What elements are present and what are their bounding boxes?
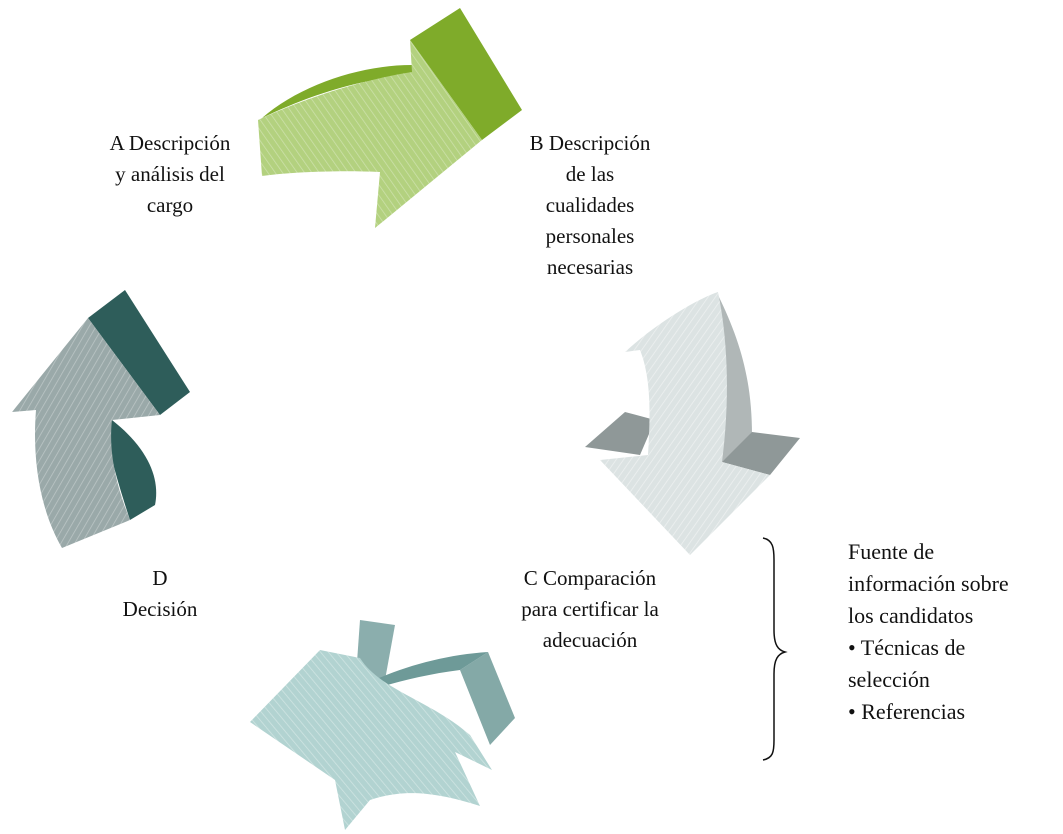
arrow-d-inner-curve-face xyxy=(105,420,157,520)
step-b-line-2: de las xyxy=(565,162,615,186)
information-source-note: Fuente de información sobre los candidat… xyxy=(848,536,1060,728)
curly-brace xyxy=(762,537,788,761)
arrow-b-head-left-face xyxy=(585,412,655,455)
arrow-b-front-face xyxy=(600,292,770,555)
info-line-5: selección xyxy=(848,667,930,692)
step-a-line-3: cargo xyxy=(146,193,194,217)
arrow-a-front-face xyxy=(258,40,482,228)
arrow-c-to-d xyxy=(250,620,515,830)
arrow-c-tail-face xyxy=(460,652,515,745)
arrow-a-head-top-face xyxy=(410,8,522,140)
step-d-line-2: Decisión xyxy=(122,597,198,621)
arrow-a-side-face xyxy=(262,65,412,118)
step-b-line-5: necesarias xyxy=(546,255,634,279)
step-b-line-3: cualidades xyxy=(545,193,635,217)
info-line-2: información sobre xyxy=(848,571,1009,596)
info-line-6: • Referencias xyxy=(848,699,966,724)
step-a-line-2: y análisis del xyxy=(115,162,225,186)
arrow-b-head-right-face xyxy=(722,432,800,475)
arrow-d-front-face xyxy=(12,318,160,548)
step-c-label: C Comparación para certificar la adecuac… xyxy=(480,563,700,656)
step-a-line-1: A Descripción xyxy=(109,131,231,155)
arrow-d-to-a xyxy=(12,290,190,548)
step-c-line-1: C Comparación xyxy=(523,566,657,590)
step-c-line-3: adecuación xyxy=(542,628,638,652)
step-d-line-1: D xyxy=(152,566,168,590)
info-line-1: Fuente de xyxy=(848,539,935,564)
step-c-line-2: para certificar la xyxy=(521,597,659,621)
step-b-line-1: B Descripción xyxy=(529,131,651,155)
step-b-line-4: personales xyxy=(545,224,635,248)
arrow-a-to-b xyxy=(258,8,522,228)
arrow-c-front-face xyxy=(250,650,492,830)
step-d-label: D Decisión xyxy=(70,563,250,625)
arrow-b-to-c xyxy=(585,292,800,555)
arrow-d-head-right-face xyxy=(88,290,190,415)
step-b-label: B Descripción de las cualidades personal… xyxy=(490,128,690,283)
step-a-label: A Descripción y análisis del cargo xyxy=(70,128,270,221)
info-line-4: • Técnicas de xyxy=(848,635,966,660)
info-line-3: los candidatos xyxy=(848,603,974,628)
